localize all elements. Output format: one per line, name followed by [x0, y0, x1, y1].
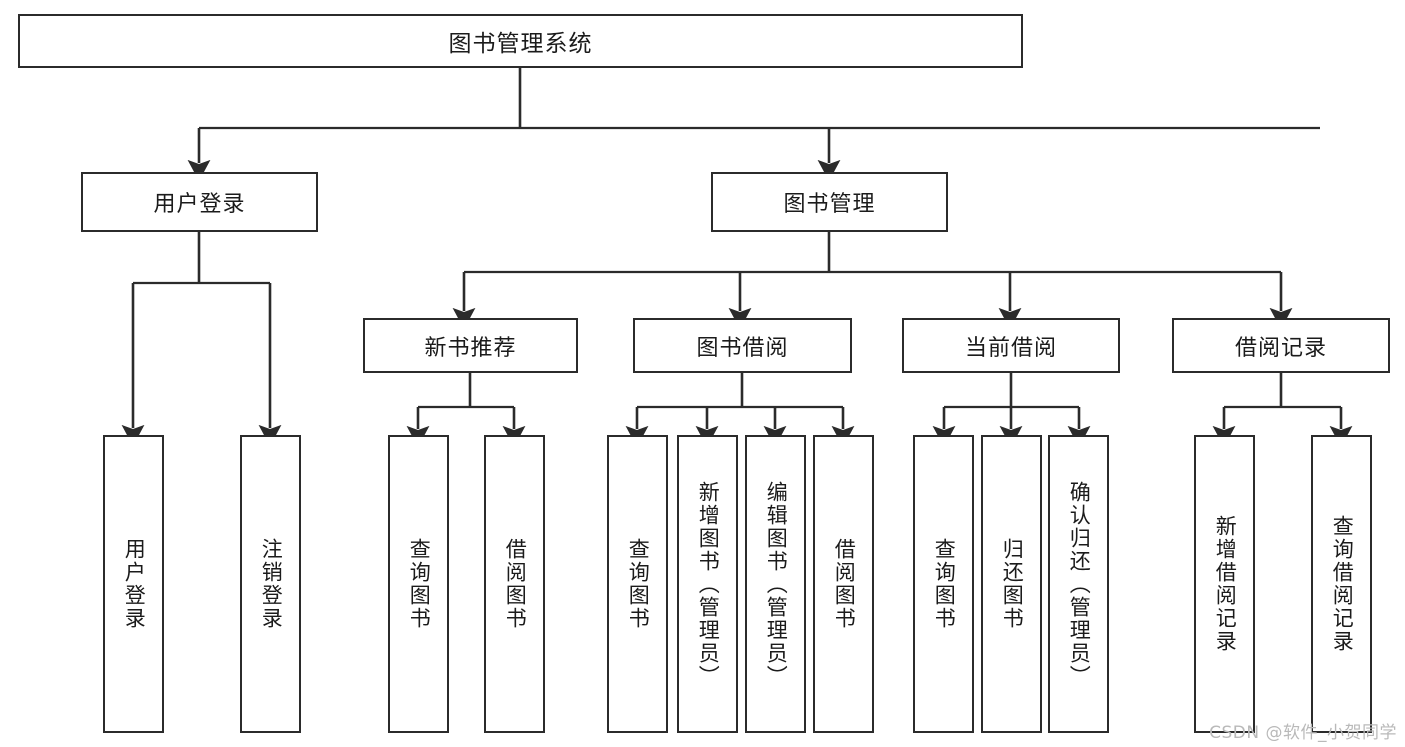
node-leaf-add-record[interactable]: 新增借阅记录 — [1194, 435, 1255, 733]
node-leaf-borrow-book-2[interactable]: 借阅图书 — [813, 435, 874, 733]
node-book-manage[interactable]: 图书管理 — [711, 172, 948, 232]
node-new-book-rec[interactable]: 新书推荐 — [363, 318, 578, 373]
node-leaf-add-book-label: 新增图书（管理员） — [696, 480, 721, 688]
node-leaf-add-record-label: 新增借阅记录 — [1213, 515, 1238, 653]
node-user-login-label: 用户登录 — [153, 192, 246, 217]
node-user-login[interactable]: 用户登录 — [81, 172, 318, 232]
node-leaf-edit-book-label: 编辑图书（管理员） — [764, 480, 789, 688]
node-leaf-return-book[interactable]: 归还图书 — [981, 435, 1042, 733]
node-leaf-query-record-label: 查询借阅记录 — [1330, 515, 1355, 653]
node-current-borrow-label: 当前借阅 — [964, 335, 1057, 361]
node-leaf-borrow-book-2-label: 借阅图书 — [832, 538, 857, 630]
node-root-label: 图书管理系统 — [448, 31, 593, 57]
node-new-book-rec-label: 新书推荐 — [424, 335, 517, 361]
node-borrow-record[interactable]: 借阅记录 — [1172, 318, 1390, 373]
node-leaf-query-record[interactable]: 查询借阅记录 — [1311, 435, 1372, 733]
node-leaf-confirm-return[interactable]: 确认归还（管理员） — [1048, 435, 1109, 733]
node-leaf-add-book[interactable]: 新增图书（管理员） — [677, 435, 738, 733]
node-book-borrow-label: 图书借阅 — [696, 335, 789, 361]
node-leaf-query-book-1-label: 查询图书 — [407, 538, 432, 630]
node-leaf-user-login[interactable]: 用户登录 — [103, 435, 164, 733]
node-leaf-confirm-return-label: 确认归还（管理员） — [1067, 480, 1092, 688]
node-leaf-logout-label: 注销登录 — [259, 538, 284, 630]
node-leaf-edit-book[interactable]: 编辑图书（管理员） — [745, 435, 806, 733]
node-leaf-borrow-book-1[interactable]: 借阅图书 — [484, 435, 545, 733]
node-leaf-query-book-3[interactable]: 查询图书 — [913, 435, 974, 733]
node-leaf-query-book-3-label: 查询图书 — [932, 538, 957, 630]
node-book-borrow[interactable]: 图书借阅 — [633, 318, 852, 373]
node-leaf-logout[interactable]: 注销登录 — [240, 435, 301, 733]
watermark-text: CSDN @软件_小贺同学 — [1209, 723, 1397, 743]
node-leaf-user-login-label: 用户登录 — [122, 538, 147, 630]
node-leaf-query-book-2[interactable]: 查询图书 — [607, 435, 668, 733]
node-leaf-return-book-label: 归还图书 — [1000, 538, 1025, 630]
node-leaf-query-book-1[interactable]: 查询图书 — [388, 435, 449, 733]
node-root[interactable]: 图书管理系统 — [18, 14, 1023, 68]
node-book-manage-label: 图书管理 — [783, 192, 876, 217]
node-current-borrow[interactable]: 当前借阅 — [902, 318, 1120, 373]
node-borrow-record-label: 借阅记录 — [1234, 335, 1327, 361]
node-leaf-query-book-2-label: 查询图书 — [626, 538, 651, 630]
node-leaf-borrow-book-1-label: 借阅图书 — [503, 538, 528, 630]
